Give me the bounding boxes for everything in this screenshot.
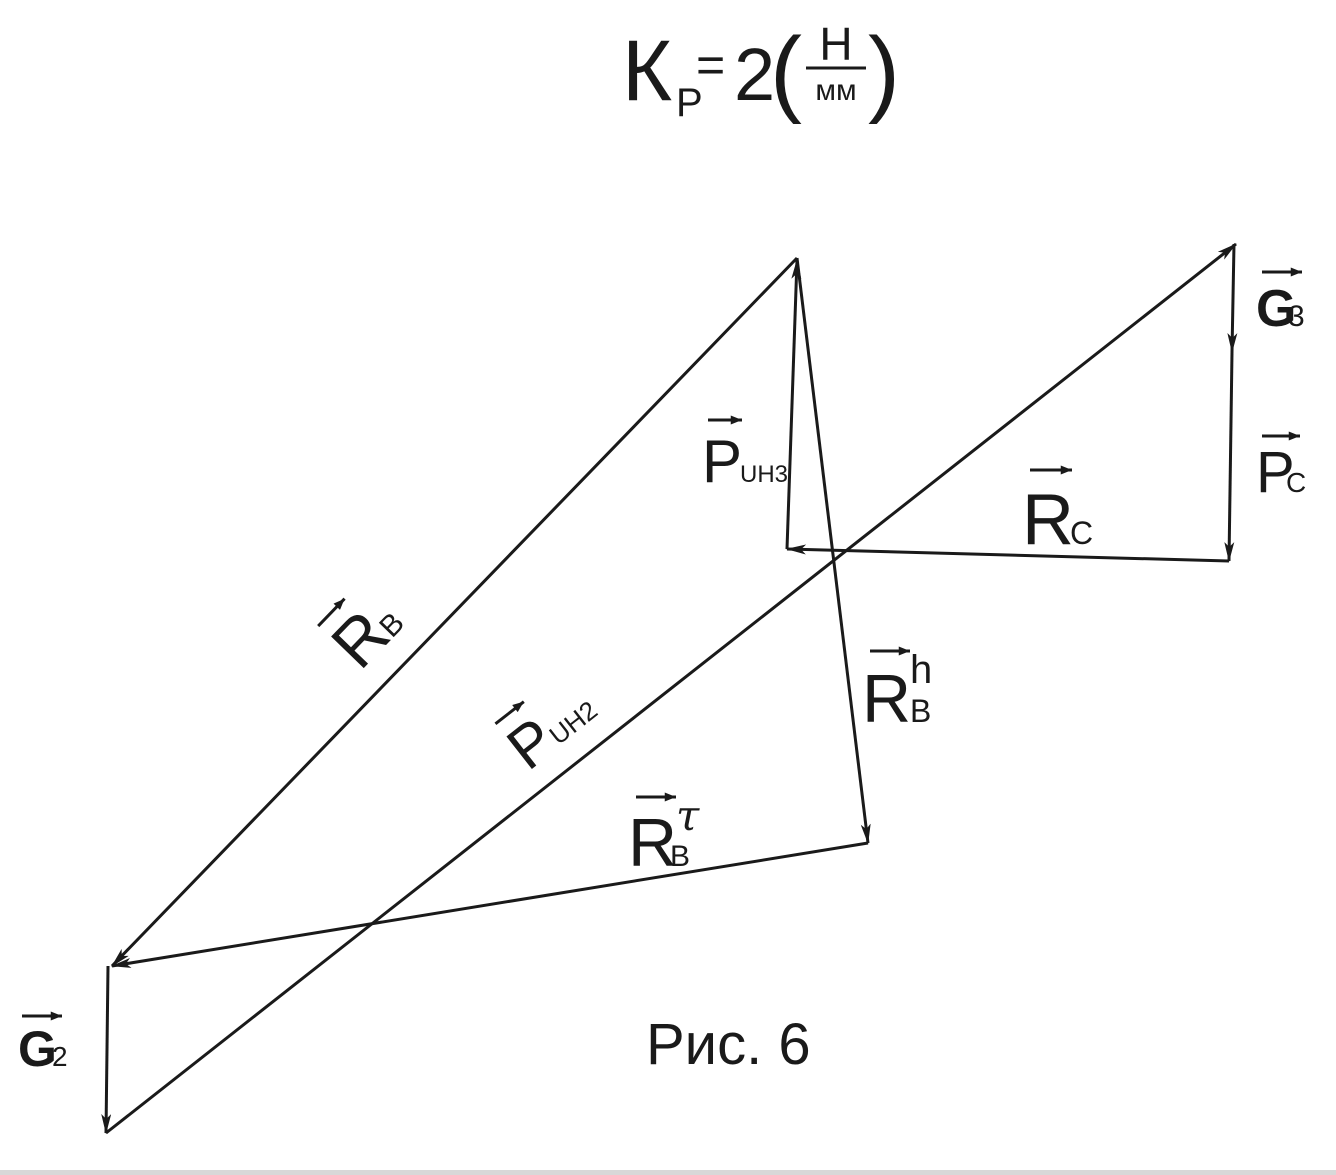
- title-subscript: P: [676, 81, 703, 125]
- label-p-in2-arrow: [494, 700, 525, 726]
- label-r-b-n: R B h: [862, 646, 932, 737]
- vector-r-b: [110, 256, 799, 968]
- label-g3-sub: 3: [1288, 300, 1305, 333]
- vector-p-c: [1224, 351, 1235, 562]
- label-g3: G 3: [1256, 267, 1305, 338]
- label-r-c-main: R: [1022, 480, 1074, 560]
- vector-p-in2: [105, 242, 1237, 1135]
- label-r-b-tau-sup: τ: [676, 791, 700, 840]
- label-r-b-arrow: [317, 597, 346, 628]
- label-p-in3: P UH3: [702, 415, 788, 495]
- label-p-in3-sub: UH3: [740, 461, 788, 488]
- vector-p-in3: [785, 259, 802, 550]
- figure-caption: Рис. 6: [646, 1012, 811, 1077]
- label-r-b-n-sup: h: [910, 648, 932, 692]
- scale-title: К P = 2 ( Н мм ): [622, 18, 900, 125]
- label-p-c-main: P: [1256, 440, 1295, 505]
- label-r-b-tau-main: R: [628, 805, 677, 881]
- label-r-b-tau: R B τ: [628, 791, 700, 881]
- vector-labels: R B P UH2 R B τ R B h P UH3: [18, 267, 1306, 1077]
- vector-lines: [101, 242, 1238, 1135]
- vector-r-b-tau: [111, 841, 869, 968]
- label-g2: G 2: [18, 1011, 68, 1077]
- label-g3-main: G: [1256, 280, 1296, 338]
- label-g2-sub: 2: [52, 1041, 68, 1072]
- label-r-b-n-main: R: [862, 661, 911, 737]
- title-unit-numerator: Н: [819, 18, 852, 70]
- label-r-c: R C: [1022, 465, 1093, 560]
- title-unit-denominator: мм: [815, 74, 856, 107]
- title-close-paren: ): [868, 18, 900, 125]
- bottom-rule: [0, 1170, 1336, 1175]
- label-p-in2: P UH2: [494, 695, 603, 782]
- label-r-b-main: R: [317, 596, 403, 682]
- label-r-c-sub: C: [1070, 515, 1093, 551]
- label-p-c: P C: [1256, 431, 1306, 505]
- title-symbol: К: [622, 23, 672, 119]
- label-g2-main: G: [18, 1021, 57, 1077]
- title-equals: =: [696, 37, 725, 93]
- label-p-c-sub: C: [1286, 467, 1306, 498]
- title-open-paren: (: [770, 18, 802, 125]
- label-r-b-tau-sub: B: [670, 840, 690, 873]
- label-r-b-n-sub: B: [910, 693, 931, 729]
- vector-r-c: [786, 544, 1230, 563]
- title-value: 2: [734, 33, 775, 116]
- vector-g2: [101, 965, 112, 1134]
- label-p-in3-main: P: [702, 428, 742, 495]
- vector-g3: [1227, 243, 1238, 353]
